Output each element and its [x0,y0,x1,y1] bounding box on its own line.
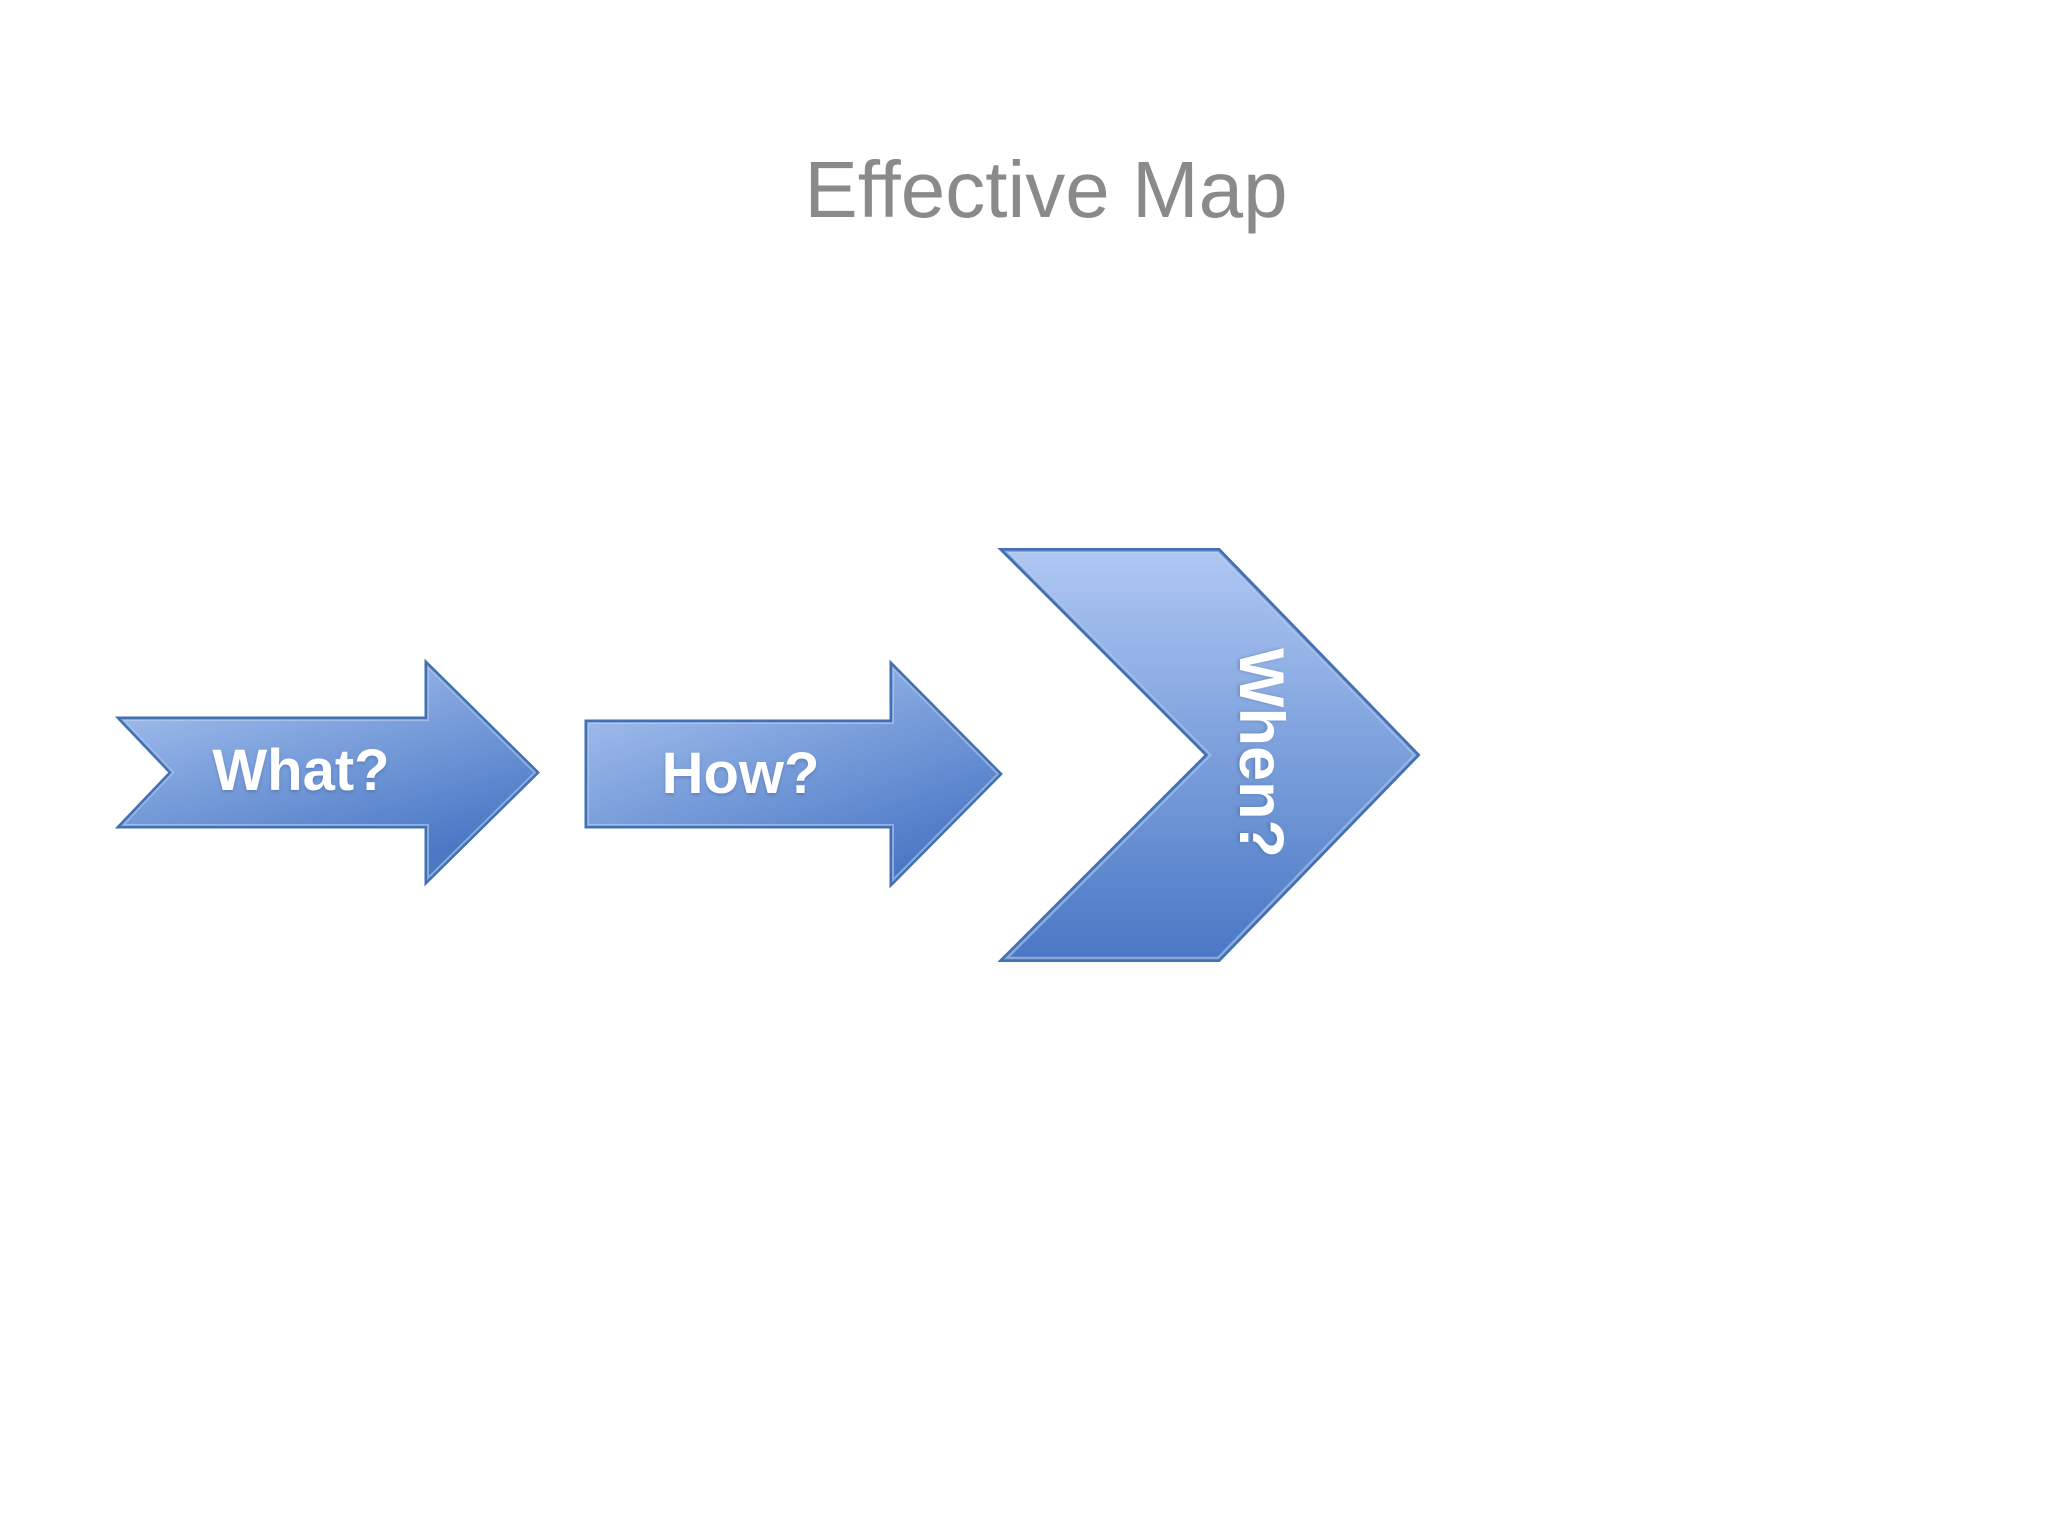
what-arrow-shape [114,658,540,887]
when-chevron-body [1003,550,1417,960]
when-chevron-shape [997,548,1421,962]
how-arrow-body [587,665,1000,883]
how-arrow-shape [584,659,1003,889]
what-arrow-body [120,664,537,881]
when-chevron-label: When? [1226,648,1296,858]
slide-title: Effective Map [804,145,1288,234]
